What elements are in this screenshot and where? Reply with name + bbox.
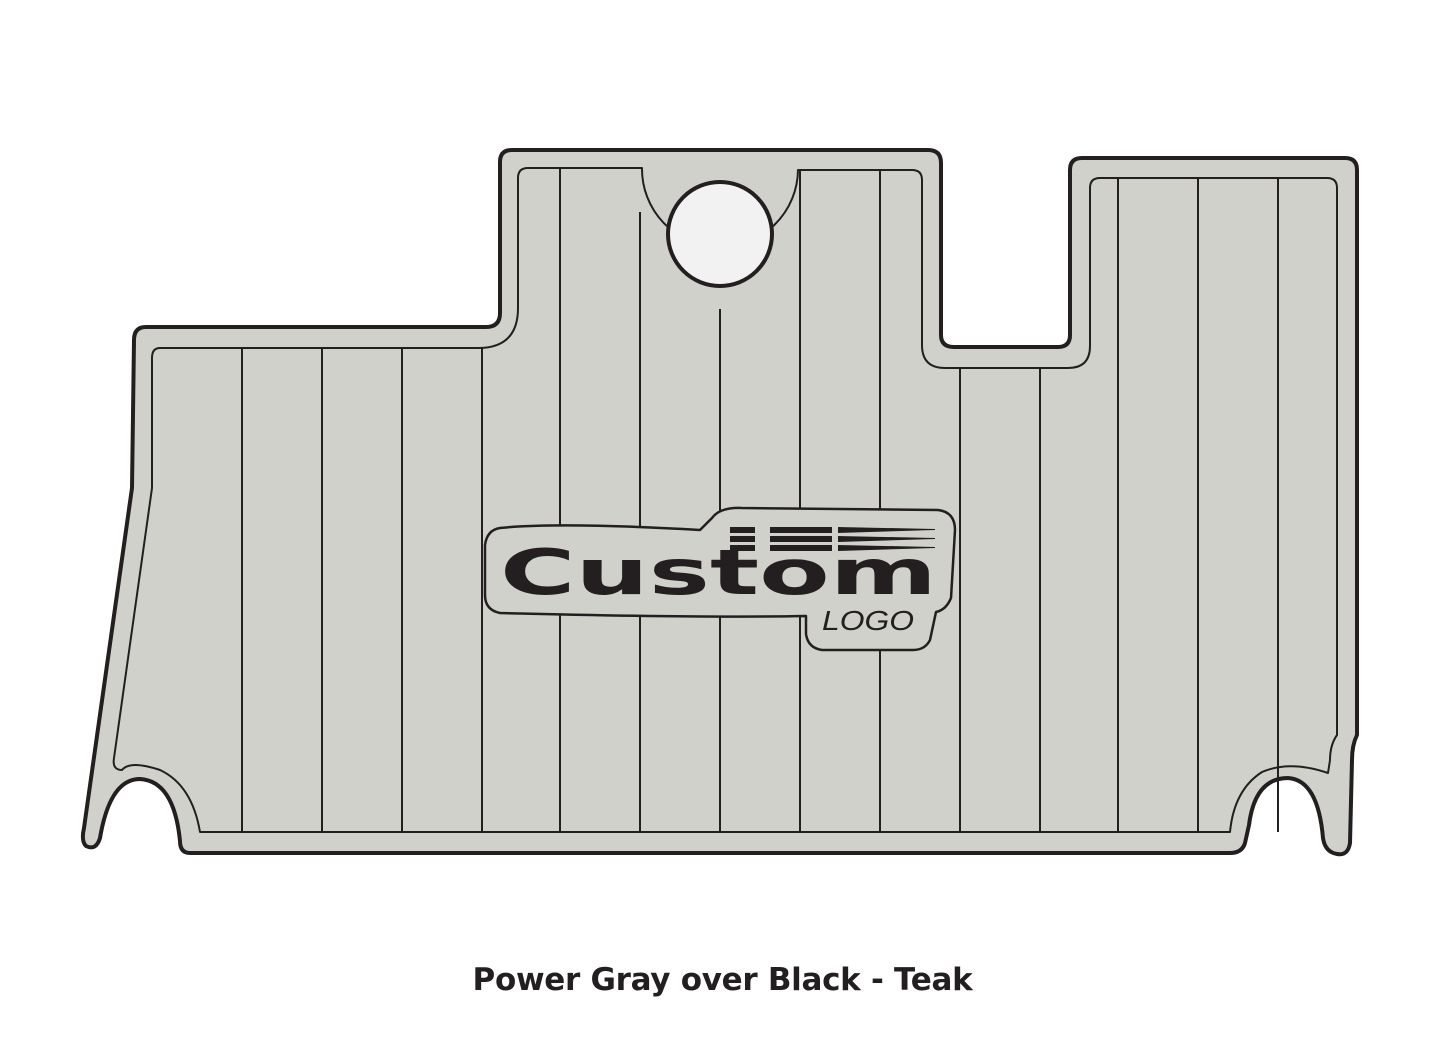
logo-backing	[483, 506, 957, 652]
custom-logo: Custom LOGO	[483, 506, 957, 652]
cup-hole	[666, 180, 774, 288]
product-caption: Power Gray over Black - Teak	[472, 962, 973, 998]
logo-sub-text: LOGO	[822, 605, 914, 636]
mat-inner-outline	[112, 167, 1338, 833]
logo-main-text: Custom	[500, 536, 937, 609]
logo-speed-stripes	[730, 527, 935, 551]
teak-plank-lines	[241, 168, 1279, 832]
